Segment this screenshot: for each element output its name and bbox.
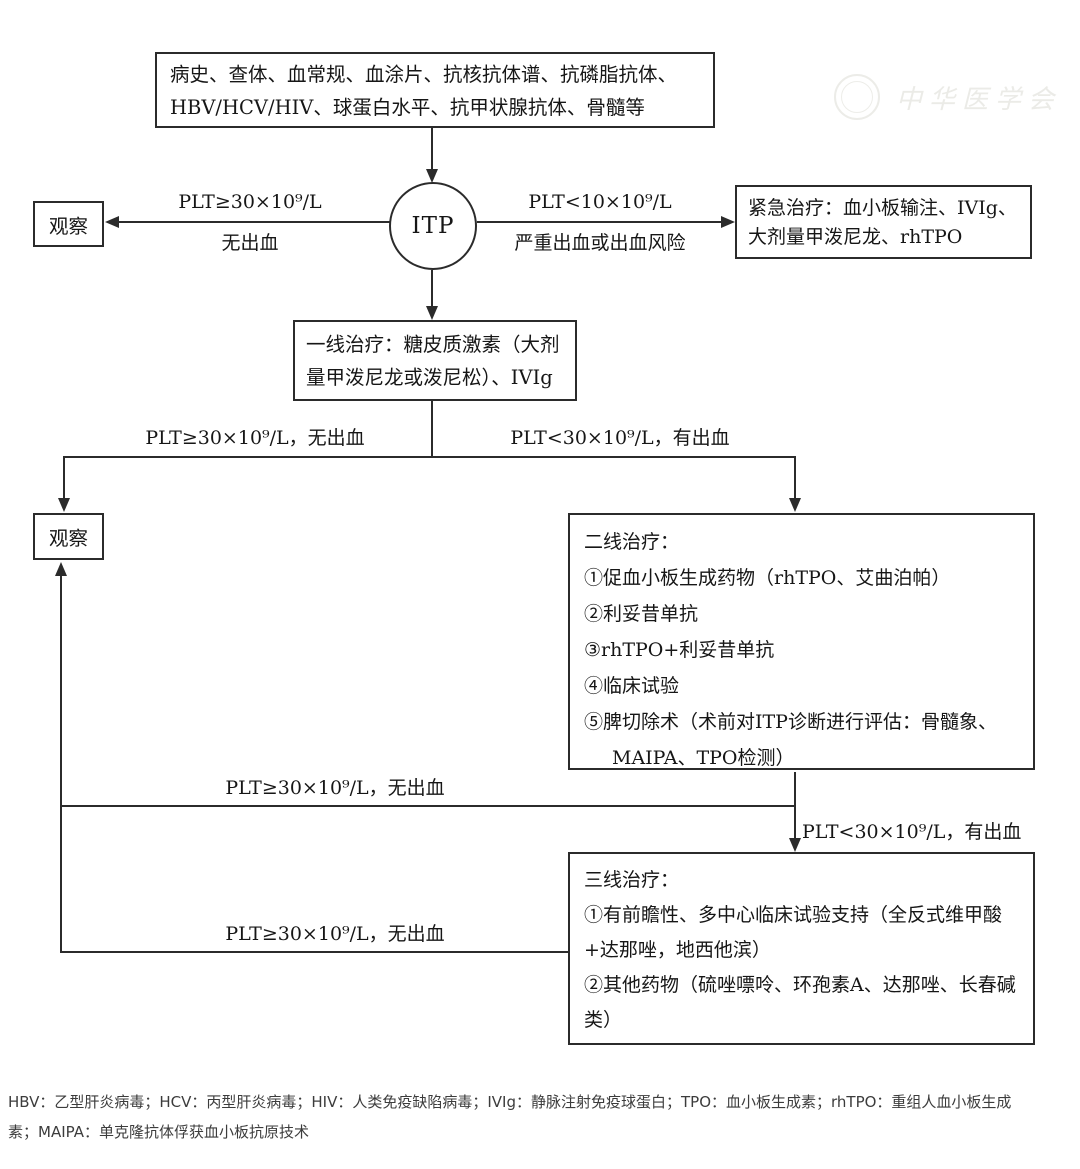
- edge-label-second-third: PLT<30×10⁹/L，有出血: [802, 821, 1022, 843]
- arrowhead-right-icon: [721, 216, 735, 228]
- observe-box-1: 观察: [33, 201, 104, 247]
- secondline-treatment-box: 二线治疗： ①促血小板生成药物（rhTPO、艾曲泊帕） ②利妥昔单抗 ③rhTP…: [568, 513, 1035, 770]
- thirdline-treatment-box: 三线治疗： ①有前瞻性、多中心临床试验支持（全反式维甲酸+达那唑，地西他滨） ②…: [568, 852, 1035, 1045]
- secondline-item-4: ④临床试验: [584, 675, 680, 697]
- emergency-line1: 紧急治疗：血小板输注、IVIg、: [748, 197, 1017, 219]
- emergency-line2: 大剂量甲泼尼龙、rhTPO: [748, 226, 963, 248]
- edge-label-plt-lt10: PLT<10×10⁹/L: [528, 191, 672, 213]
- edge-label-split-right: PLT<30×10⁹/L，有出血: [510, 427, 730, 449]
- split-horizontal-line: [63, 456, 796, 458]
- connector-secondline-thirdline: [794, 772, 796, 839]
- firstline-treatment-box: 一线治疗：糖皮质激素（大剂 量甲泼尼龙或泼尼松）、IVIg: [293, 320, 577, 401]
- connector-workup-itp: [431, 128, 433, 170]
- connector-thirdline-observe: [61, 951, 568, 953]
- abbreviation-footnote: HBV：乙型肝炎病毒；HCV：丙型肝炎病毒；HIV：人类免疫缺陷病毒；IVIg：…: [8, 1093, 1012, 1141]
- secondline-item-2: ②利妥昔单抗: [584, 603, 699, 625]
- edge-label-third-observe: PLT≥30×10⁹/L，无出血: [225, 923, 445, 945]
- firstline-line2: 量甲泼尼龙或泼尼松）、IVIg: [306, 366, 553, 389]
- thirdline-title: 三线治疗：: [584, 869, 680, 891]
- society-seal-icon: [834, 74, 880, 120]
- thirdline-item-2: ②其他药物（硫唑嘌呤、环孢素A、达那唑、长春碱类）: [584, 974, 1016, 1031]
- emergency-treatment-box: 紧急治疗：血小板输注、IVIg、 大剂量甲泼尼龙、rhTPO: [735, 185, 1032, 259]
- edge-label-no-bleeding: 无出血: [221, 232, 279, 254]
- watermark: 中华医学会: [834, 70, 1061, 124]
- itp-node: ITP: [389, 182, 477, 270]
- connector-secondline-observe: [61, 805, 796, 807]
- secondline-item-5: ⑤脾切除术（术前对ITP诊断进行评估：骨髓象、MAIPA、TPO检测）: [584, 711, 997, 769]
- edge-label-severe-bleeding: 严重出血或出血风险: [514, 232, 686, 254]
- arrowhead-down-icon: [426, 169, 438, 183]
- arrowhead-left-icon: [105, 216, 119, 228]
- secondline-title: 二线治疗：: [584, 531, 680, 553]
- edge-label-plt-ge30: PLT≥30×10⁹/L: [178, 191, 322, 213]
- return-vertical-line: [60, 575, 62, 953]
- watermark-text: 中华医学会: [896, 84, 1062, 115]
- edge-label-second-observe: PLT≥30×10⁹/L，无出血: [225, 777, 445, 799]
- arrowhead-down-icon: [426, 306, 438, 320]
- connector-firstline-split: [431, 401, 433, 457]
- secondline-item-1: ①促血小板生成药物（rhTPO、艾曲泊帕）: [584, 567, 951, 589]
- connector-itp-emergency: [477, 221, 721, 223]
- workup-box: 病史、查体、血常规、血涂片、抗核抗体谱、抗磷脂抗体、HBV/HCV/HIV、球蛋…: [155, 52, 715, 128]
- arrowhead-up-icon: [55, 562, 67, 576]
- connector-split-observe2: [63, 458, 65, 499]
- arrowhead-down-icon: [58, 498, 70, 512]
- connector-split-secondline: [794, 458, 796, 499]
- connector-itp-observe: [119, 221, 390, 223]
- connector-itp-firstline: [431, 270, 433, 307]
- observe-box-2: 观察: [33, 513, 104, 560]
- arrowhead-down-icon: [789, 498, 801, 512]
- arrowhead-down-icon: [789, 838, 801, 852]
- edge-label-split-left: PLT≥30×10⁹/L，无出血: [145, 427, 365, 449]
- thirdline-item-1: ①有前瞻性、多中心临床试验支持（全反式维甲酸+达那唑，地西他滨）: [584, 904, 1003, 961]
- firstline-line1: 一线治疗：糖皮质激素（大剂: [306, 333, 560, 356]
- secondline-item-3: ③rhTPO+利妥昔单抗: [584, 639, 775, 661]
